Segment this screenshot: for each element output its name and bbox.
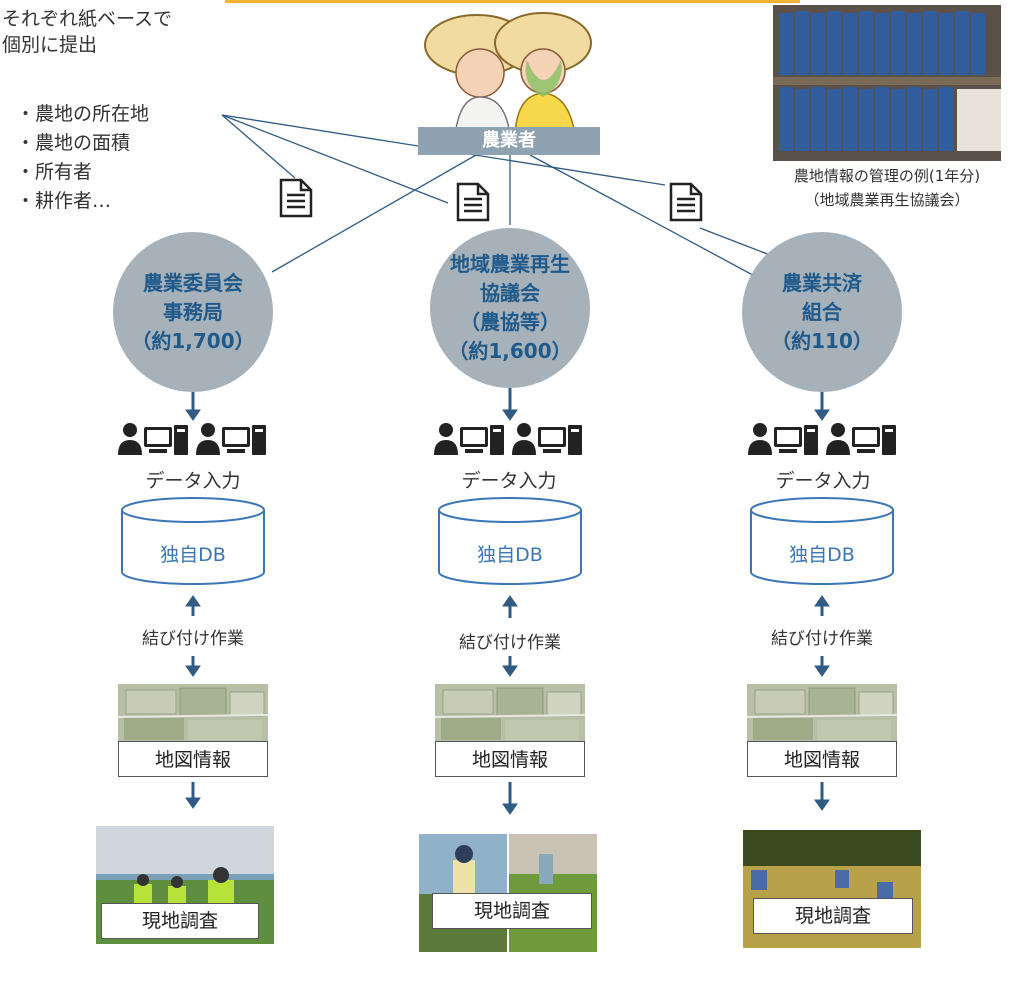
binder-shelf-photo	[773, 5, 1001, 161]
data-entry-label: データ入力	[461, 470, 557, 492]
db-label: 独自DB	[789, 544, 855, 566]
db-label: 独自DB	[477, 544, 543, 566]
data-entry-label: データ入力	[145, 470, 241, 492]
farmer-label: 農業者	[418, 127, 600, 155]
map-info-label: 地図情報	[747, 741, 897, 777]
org-name: 地域農業再生 協議会 （農協等） （約1,600）	[448, 252, 572, 363]
link-work-label: 結び付け作業	[771, 629, 873, 649]
office-worker-icon	[118, 423, 266, 455]
field-item: ・所有者	[16, 161, 93, 183]
field-item: ・農地の面積	[16, 132, 131, 154]
field-survey-label: 現地調査	[101, 903, 259, 939]
aerial-map-image	[747, 684, 897, 744]
link-work-label: 結び付け作業	[459, 633, 561, 653]
accent-line	[225, 0, 800, 3]
db-label: 独自DB	[160, 544, 226, 566]
office-worker-icon	[748, 423, 896, 455]
aerial-map-image	[435, 684, 585, 744]
field-list: ・農地の所在地 ・農地の面積 ・所有者 ・耕作者…	[16, 100, 149, 216]
document-icon	[279, 178, 313, 218]
photo-caption: 農地情報の管理の例(1年分) （地域農業再生協議会）	[752, 164, 1022, 212]
data-entry-label: データ入力	[775, 470, 871, 492]
farmers-illustration	[424, 12, 592, 135]
intro-line-1: それぞれ紙ベースで	[2, 8, 173, 30]
org-name: 農業共済 組合 （約110）	[771, 270, 873, 353]
org-circle-regional-council: 地域農業再生 協議会 （農協等） （約1,600）	[430, 228, 590, 388]
field-item: ・耕作者…	[16, 190, 112, 212]
org-name: 農業委員会 事務局 （約1,700）	[131, 270, 255, 353]
field-survey-label: 現地調査	[753, 898, 913, 934]
office-worker-icon	[434, 423, 582, 455]
intro-text: それぞれ紙ベースで 個別に提出	[2, 6, 172, 58]
map-info-label: 地図情報	[118, 741, 268, 777]
database-icon	[438, 497, 582, 585]
document-icon	[456, 182, 490, 222]
org-circle-agri-committee: 農業委員会 事務局 （約1,700）	[113, 232, 273, 392]
caption-line-1: 農地情報の管理の例(1年分)	[793, 167, 981, 185]
aerial-map-image	[118, 684, 268, 744]
document-icon	[669, 182, 703, 222]
org-circle-mutual-aid: 農業共済 組合 （約110）	[742, 232, 902, 392]
caption-line-2: （地域農業再生協議会）	[804, 191, 970, 209]
database-icon	[750, 497, 894, 585]
database-icon	[121, 497, 265, 585]
field-survey-label: 現地調査	[432, 893, 592, 929]
intro-line-2: 個別に提出	[2, 34, 98, 56]
link-work-label: 結び付け作業	[142, 629, 244, 649]
field-item: ・農地の所在地	[16, 103, 150, 125]
map-info-label: 地図情報	[435, 741, 585, 777]
